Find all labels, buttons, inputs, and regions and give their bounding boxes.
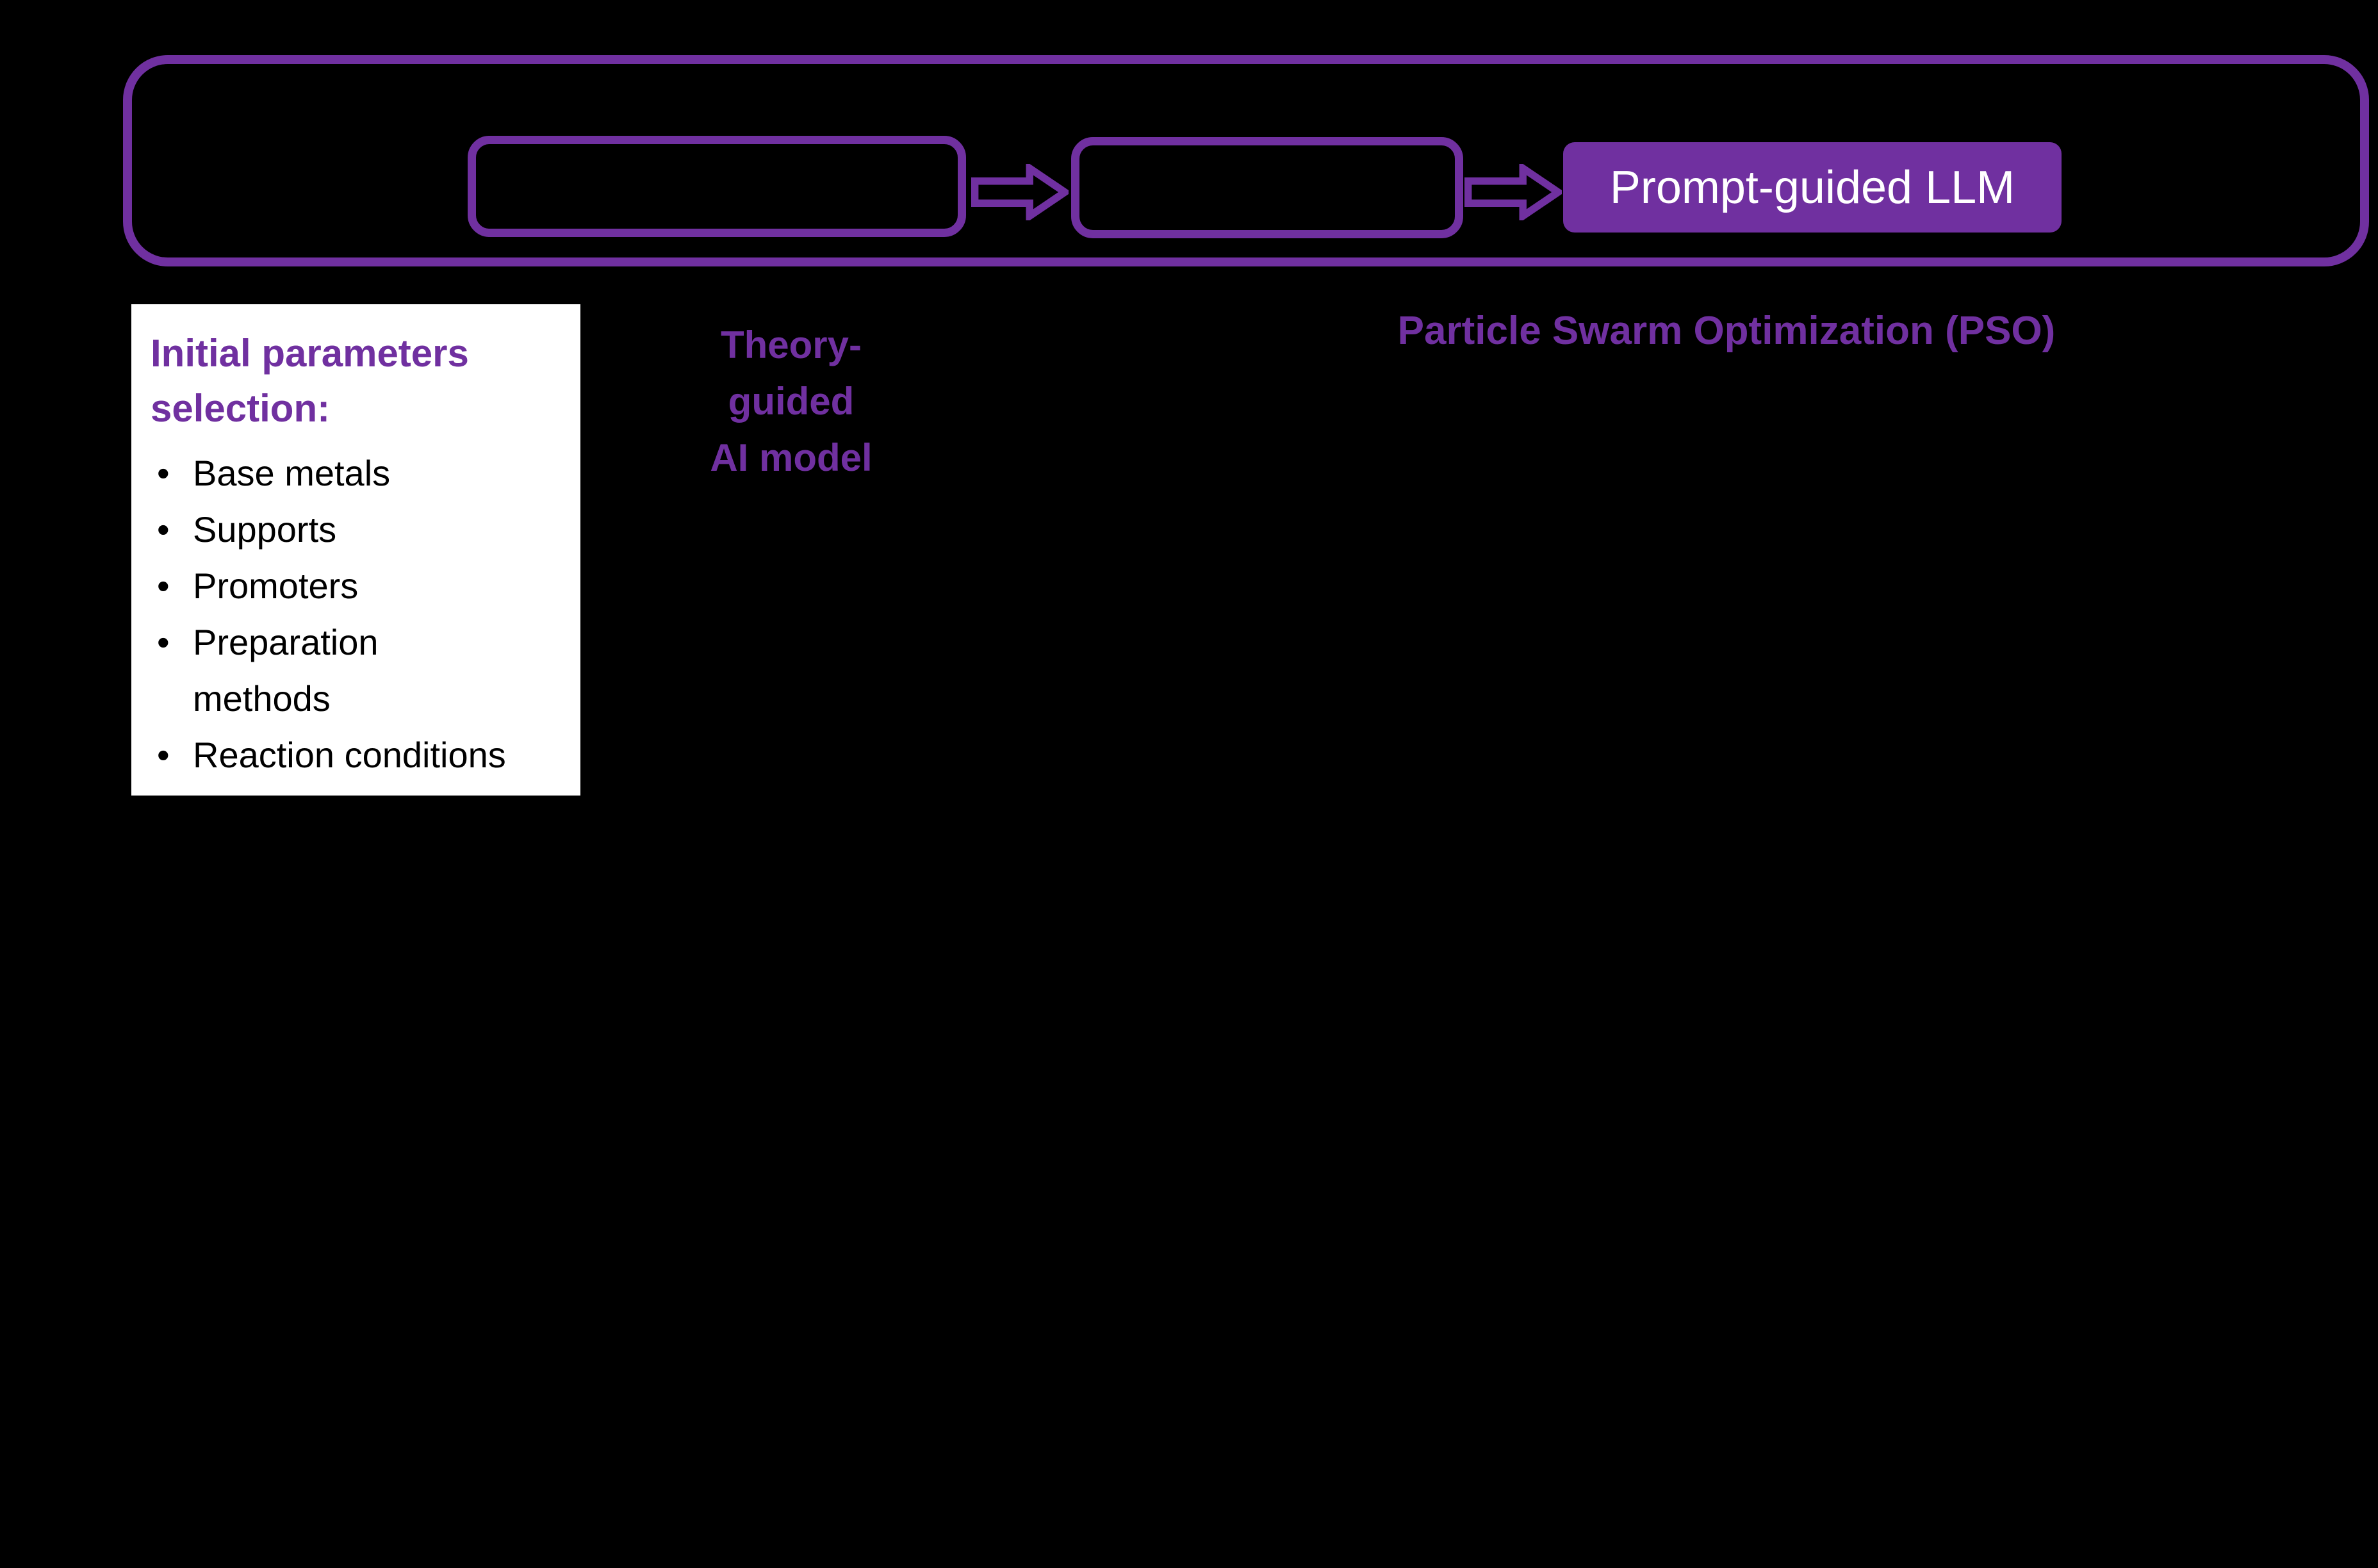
pipeline-box-1 (468, 136, 966, 237)
particle-swarm-optimization-label: Particle Swarm Optimization (PSO) (1397, 309, 2056, 353)
bullet-item: Preparation methods (151, 614, 569, 727)
block-arrow-icon (1464, 164, 1562, 220)
bullet-item: Promoters (151, 558, 569, 614)
prompt-guided-llm-label: Prompt-guided LLM (1609, 161, 2015, 213)
block-arrow-icon (971, 164, 1069, 220)
bullet-item: Base metals (151, 445, 569, 502)
params-heading: Initial parameters selection: (151, 332, 469, 430)
prompt-guided-llm-box: Prompt-guided LLM (1563, 142, 2062, 233)
theory-guided-ai-model-label: Theory- guided AI model (710, 323, 873, 479)
bullet-item: Reaction conditions (151, 727, 569, 783)
initial-parameters-panel: Initial parameters selection: Base metal… (131, 304, 580, 796)
params-bullet-list: Base metals Supports Promoters Preparati… (151, 445, 569, 783)
pipeline-frame (123, 55, 2369, 266)
pipeline-box-2 (1071, 137, 1463, 238)
bullet-item: Supports (151, 502, 569, 558)
